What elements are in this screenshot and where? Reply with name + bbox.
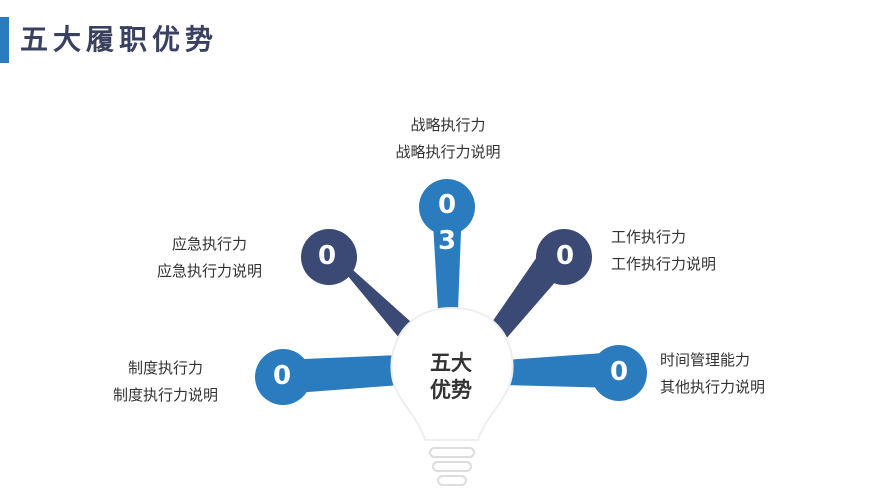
label-work: 工作执行力 工作执行力说明 [611, 224, 761, 278]
circle-time [591, 345, 647, 401]
time-number: 0 [609, 357, 629, 387]
center-line1: 五大 [430, 351, 472, 375]
system-number: 0 [272, 361, 292, 391]
center-label: 五大 优势 [416, 350, 486, 404]
strategy-number-top: 0 [437, 190, 457, 220]
strategy-desc: 战略执行力说明 [395, 143, 501, 161]
arm-time [505, 352, 618, 388]
label-time: 时间管理能力 其他执行力说明 [660, 347, 810, 401]
strategy-number-bottom: 3 [437, 226, 457, 256]
work-number: 0 [555, 241, 575, 271]
circle-system [255, 349, 311, 405]
lightbulb-icon [390, 306, 514, 486]
emergency-desc: 应急执行力说明 [156, 262, 262, 280]
label-strategy: 战略执行力 战略执行力说明 [378, 112, 518, 166]
circle-emergency [301, 229, 357, 285]
center-line2: 优势 [430, 378, 472, 402]
page-title: 五大履职优势 [20, 23, 219, 56]
label-emergency: 应急执行力 应急执行力说明 [120, 231, 262, 285]
system-desc: 制度执行力说明 [112, 386, 218, 404]
circle-work [536, 229, 592, 285]
system-title: 制度执行力 [127, 359, 203, 377]
work-title: 工作执行力 [611, 228, 687, 246]
circle-strategy [419, 179, 475, 235]
work-desc: 工作执行力说明 [611, 255, 717, 273]
emergency-title: 应急执行力 [171, 235, 247, 253]
emergency-number: 0 [317, 241, 337, 271]
title-accent-bar [0, 17, 9, 63]
time-title: 时间管理能力 [660, 351, 751, 369]
time-desc: 其他执行力说明 [660, 378, 766, 396]
strategy-title: 战略执行力 [410, 116, 486, 134]
label-system: 制度执行力 制度执行力说明 [80, 355, 218, 409]
